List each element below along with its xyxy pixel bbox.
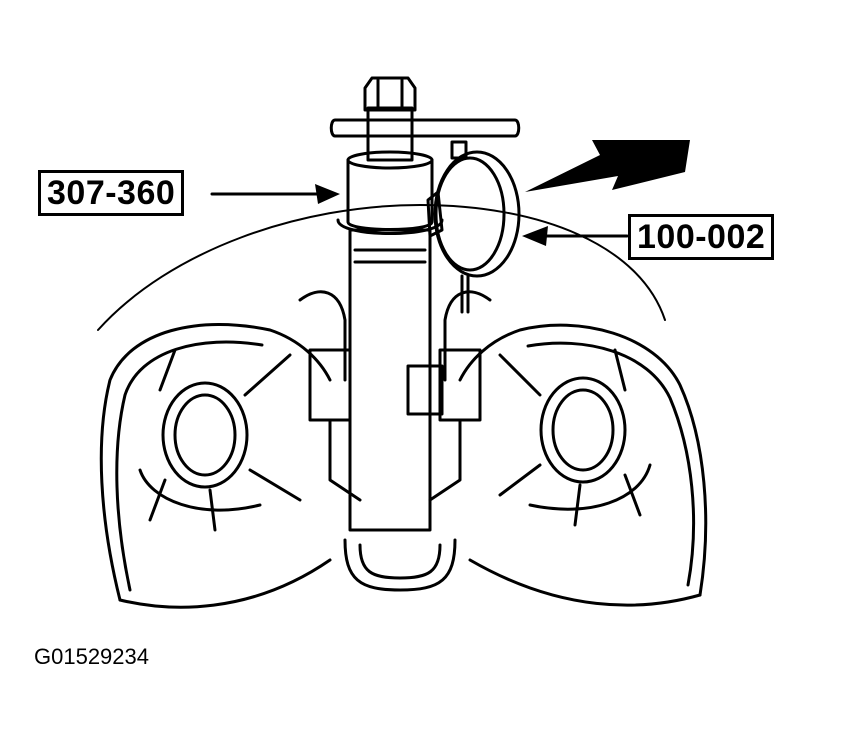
tool-label-307-360: 307-360	[38, 170, 185, 216]
tool-label-100-002: 100-002	[628, 214, 775, 260]
arrow-head-tool-b	[522, 226, 548, 246]
tool-t-handle	[331, 120, 519, 136]
arrow-head-tool-a	[315, 184, 340, 204]
figure-code: G01529234	[34, 644, 149, 669]
right-side-gear	[500, 350, 650, 525]
callout-lines	[212, 194, 627, 236]
view-direction-arrow	[525, 140, 690, 192]
tool-shaft	[338, 78, 442, 530]
carrier-center	[300, 292, 490, 500]
left-side-gear	[140, 350, 300, 530]
differential-housing	[101, 324, 705, 607]
housing-outline-arc	[98, 205, 665, 330]
dial-indicator	[428, 142, 519, 312]
